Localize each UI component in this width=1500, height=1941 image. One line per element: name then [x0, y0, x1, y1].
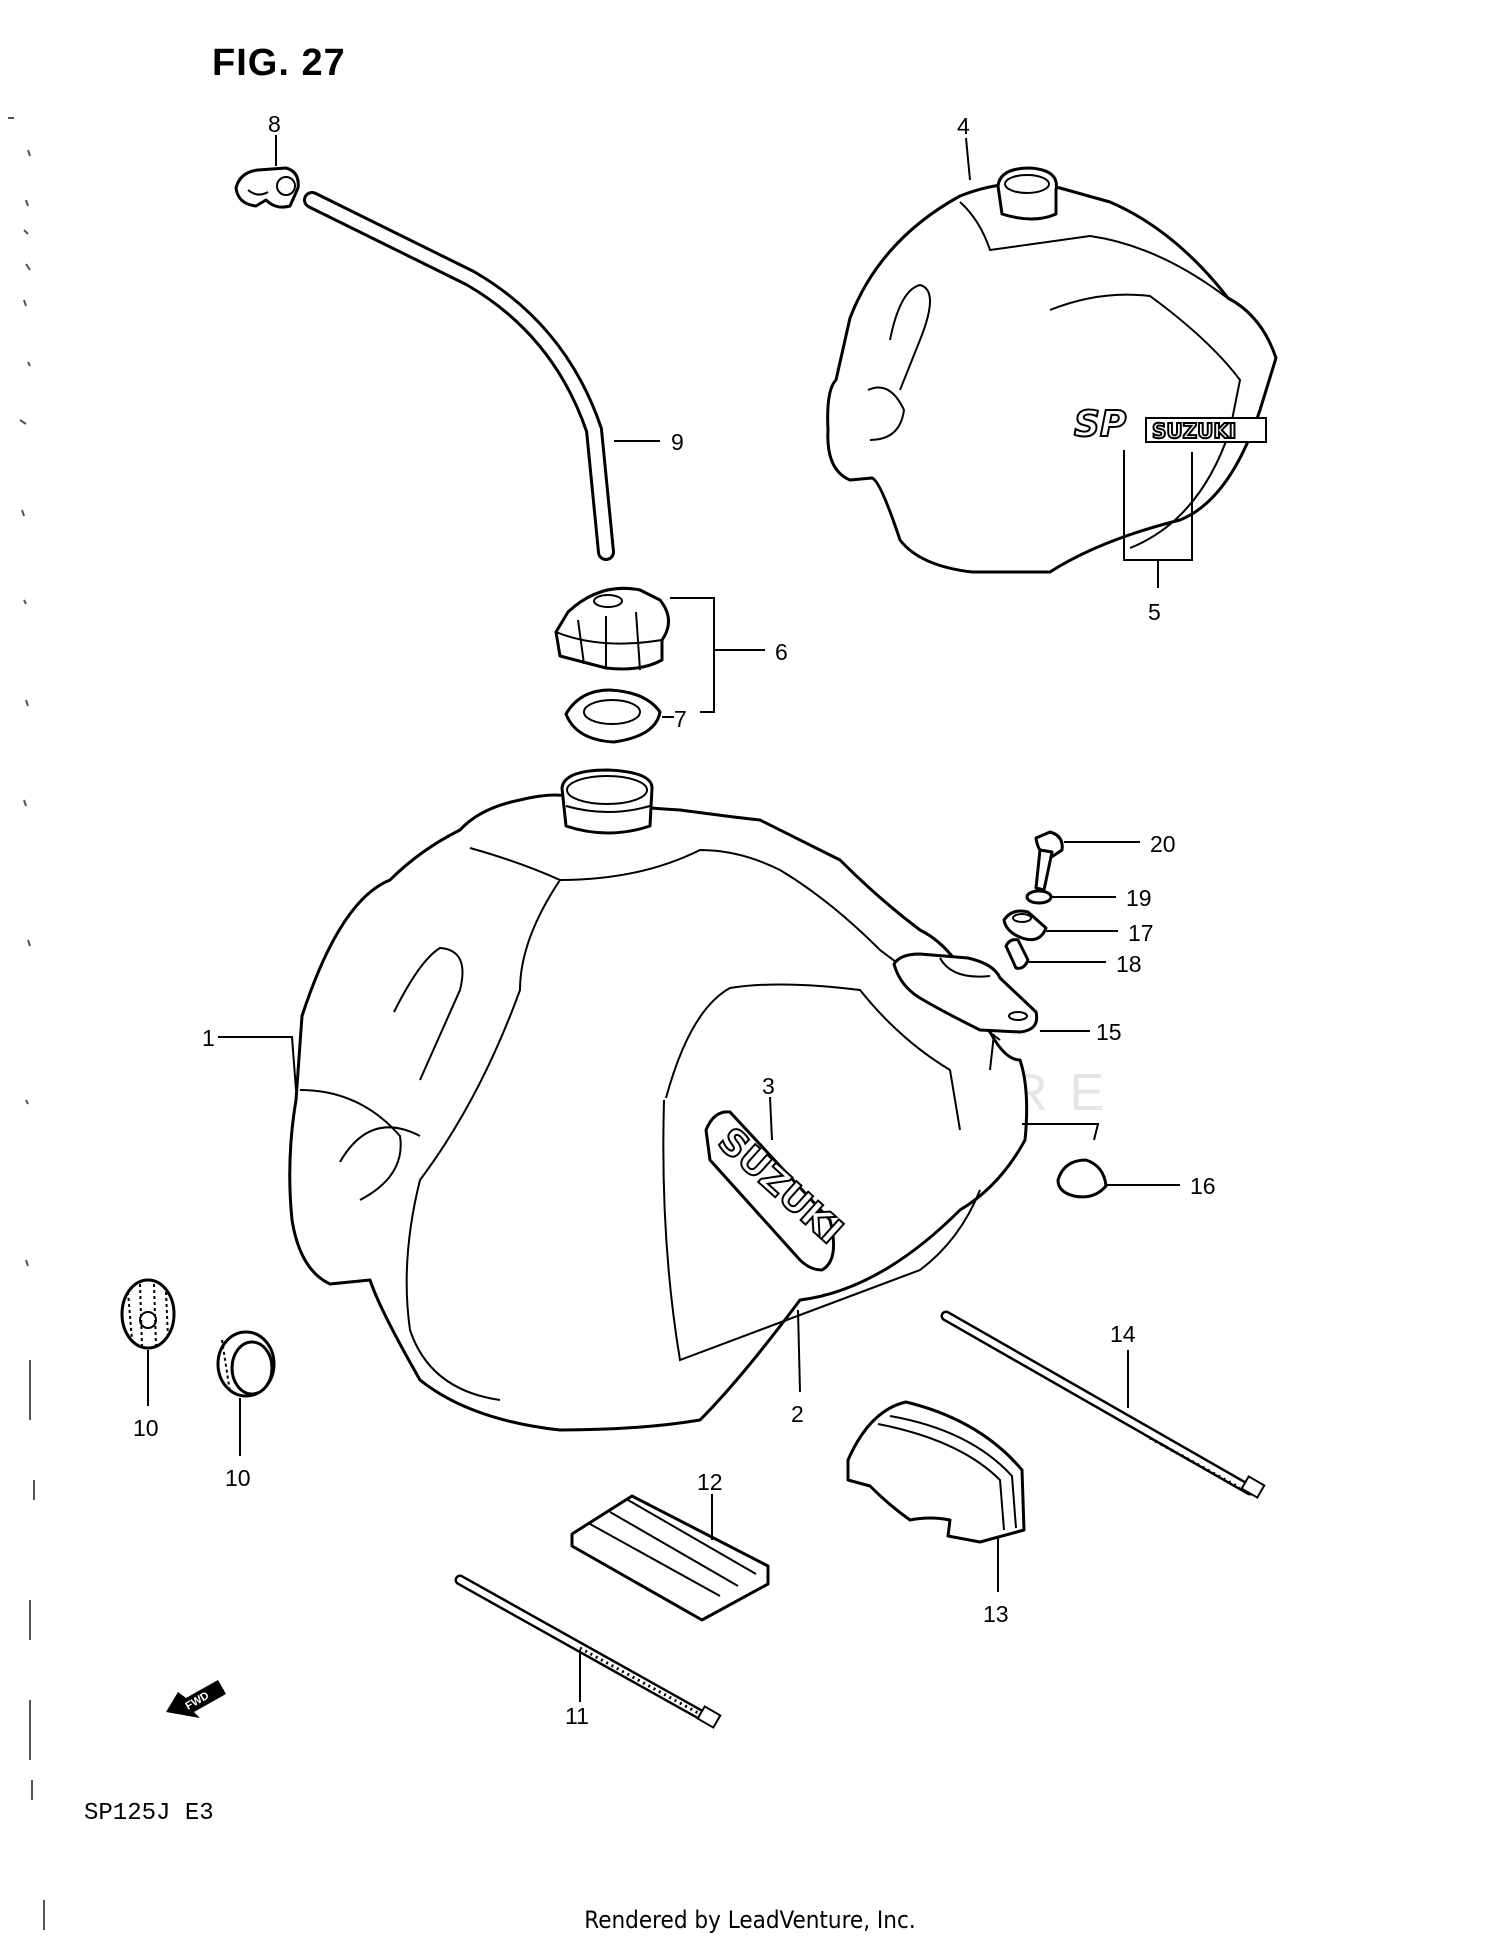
part-18-collar: [1004, 938, 1030, 970]
svg-text:SP: SP: [1074, 404, 1126, 445]
callout-19: 19: [1126, 885, 1152, 911]
callout-9: 9: [671, 429, 684, 455]
callout-10a: 10: [133, 1415, 159, 1441]
part-20-bolt: [1034, 830, 1064, 892]
callout-7: 7: [674, 706, 687, 732]
svg-text:SUZUKI: SUZUKI: [1152, 419, 1236, 443]
part-14-cable-tie: [940, 1310, 1266, 1499]
footer-credit: Rendered by LeadVenture, Inc.: [584, 1906, 916, 1934]
part-12-pad: [570, 1494, 770, 1622]
callout-12: 12: [697, 1469, 723, 1495]
part-7-gasket: [564, 688, 662, 744]
part-11-cable-tie: [454, 1574, 722, 1729]
part-17-cushion: [1002, 909, 1048, 942]
callout-14: 14: [1110, 1321, 1136, 1347]
part-8-clamp: [234, 166, 300, 209]
callout-4: 4: [957, 113, 970, 139]
part-19-washer: [1025, 889, 1053, 905]
callout-2: 2: [791, 1401, 804, 1427]
part-1-fuel-tank: [288, 768, 1029, 1432]
callout-6: 6: [775, 639, 788, 665]
part-6-fuel-cap: [554, 586, 670, 671]
callout-10b: 10: [225, 1465, 251, 1491]
fwd-arrow-icon: FWD: [166, 1680, 226, 1718]
part-16-grommet: [1056, 1158, 1108, 1199]
callout-8: 8: [268, 111, 281, 137]
callout-1: 1: [202, 1025, 215, 1051]
part-5-decal: SP SUZUKI: [1073, 403, 1267, 446]
part-9-hose: [303, 191, 615, 561]
part-3-decal: SUZUKI: [704, 1110, 851, 1272]
callout-3: 3: [762, 1073, 775, 1099]
part-10-cap-a: [120, 1278, 176, 1350]
model-label: SP125J E3: [84, 1800, 214, 1827]
part-13-cushion: [846, 1400, 1026, 1544]
part-4-fuel-tank-small: [826, 166, 1278, 574]
part-10-cap-b: [216, 1330, 276, 1398]
callout-20: 20: [1150, 831, 1176, 857]
callout-15: 15: [1096, 1019, 1122, 1045]
callout-18: 18: [1116, 951, 1142, 977]
callout-13: 13: [983, 1601, 1009, 1627]
callout-16: 16: [1190, 1173, 1216, 1199]
callout-5: 5: [1148, 599, 1161, 625]
scan-marks: [8, 117, 45, 1930]
figure-title: FIG. 27: [212, 42, 346, 84]
part-15-bracket: [892, 952, 1039, 1034]
callout-17: 17: [1128, 920, 1154, 946]
callout-11: 11: [565, 1703, 589, 1729]
